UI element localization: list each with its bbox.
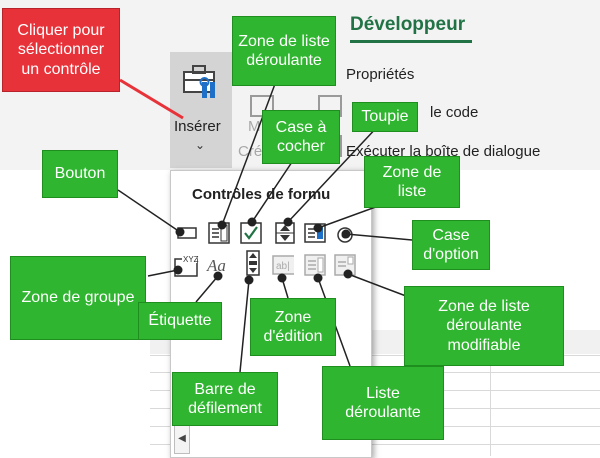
svg-text:XYZ: XYZ	[183, 255, 199, 264]
tab-underline	[350, 40, 472, 43]
connector-combo-edit	[343, 269, 407, 297]
callout-option-button: Case d'option	[412, 220, 490, 270]
callout-list-box: Zone de liste	[364, 156, 460, 208]
connector-label	[195, 271, 223, 303]
connector-button	[117, 189, 185, 237]
callout-scroll-bar: Barre de défilement	[172, 372, 278, 426]
callout-combo-edit: Zone de liste déroulante modifiable	[404, 286, 564, 366]
svg-text:ab|: ab|	[276, 261, 290, 272]
combo-list-edit-control-icon[interactable]	[304, 254, 326, 276]
callout-button: Bouton	[42, 150, 118, 198]
connector-option	[341, 229, 413, 241]
callout-checkbox: Case à cocher	[262, 110, 340, 164]
scroll-bar-control-icon[interactable]	[242, 250, 264, 276]
svg-text:Aa: Aa	[206, 256, 226, 275]
connector-scroll-bar	[239, 275, 254, 373]
callout-select-control: Cliquer pour sélectionner un contrôle	[2, 8, 120, 92]
tab-developpeur[interactable]: Développeur	[350, 14, 466, 35]
callout-dropdown-list: Liste déroulante	[322, 366, 444, 440]
callout-edit-box: Zone d'édition	[250, 298, 336, 356]
view-code-button[interactable]: le code	[430, 104, 479, 121]
properties-button[interactable]: Propriétés	[346, 66, 415, 83]
dropdown-title: Contrôles de formu	[192, 186, 331, 203]
connector-group-box	[147, 265, 183, 277]
callout-label: Étiquette	[138, 302, 222, 340]
label-control-icon[interactable]: Aa	[206, 254, 228, 276]
chevron-down-icon: ⌄	[195, 138, 206, 152]
callout-group-box: Zone de groupe	[10, 256, 146, 340]
gridline	[150, 355, 600, 356]
callout-spinner: Toupie	[352, 102, 418, 132]
connector-select	[119, 78, 184, 120]
connector-edit-box	[277, 273, 289, 299]
toolbox-icon	[180, 62, 224, 107]
gridline	[150, 444, 600, 445]
connector-combo-box	[217, 83, 276, 230]
callout-combo-box: Zone de liste déroulante	[232, 16, 336, 86]
gridline	[490, 330, 491, 456]
insert-label: Insérer	[174, 118, 221, 135]
run-dialog-button[interactable]: Exécuter la boîte de dialogue	[346, 143, 541, 160]
connector-spinner	[283, 123, 381, 227]
